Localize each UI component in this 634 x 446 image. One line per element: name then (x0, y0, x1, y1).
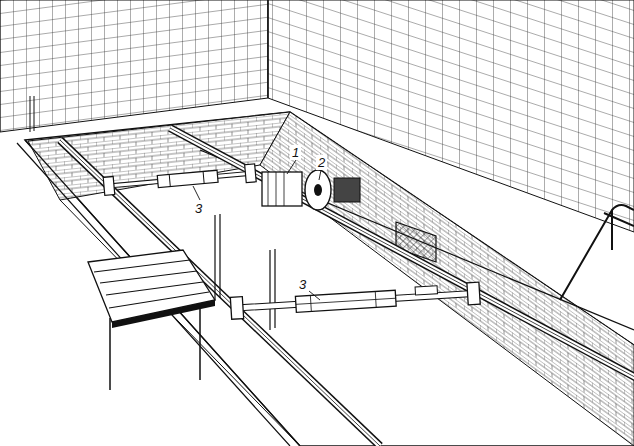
cable (200, 150, 634, 330)
wall-corner (267, 0, 268, 98)
handrail (560, 205, 634, 300)
callout-number: 3 (297, 277, 308, 292)
side-wall (268, 0, 634, 232)
wall-pipe (30, 96, 34, 132)
rails (60, 128, 634, 446)
back-wall (0, 0, 268, 132)
motor (262, 170, 360, 210)
step-platform (88, 250, 215, 390)
label-anchor: 3 (193, 199, 204, 217)
pit-rim (17, 140, 300, 446)
label-anchor: 3 (297, 275, 308, 293)
pit-floor-edge (60, 200, 300, 446)
callout-number: 1 (290, 145, 301, 160)
leader-line (193, 160, 321, 300)
jack (230, 282, 480, 319)
callout-number: 3 (193, 201, 204, 216)
support-post (215, 214, 275, 330)
label-anchor: 2 (316, 153, 327, 171)
pit-opening (25, 112, 634, 446)
callout-number: 2 (316, 155, 327, 170)
label-anchor: 1 (290, 143, 301, 161)
jack (103, 164, 256, 195)
